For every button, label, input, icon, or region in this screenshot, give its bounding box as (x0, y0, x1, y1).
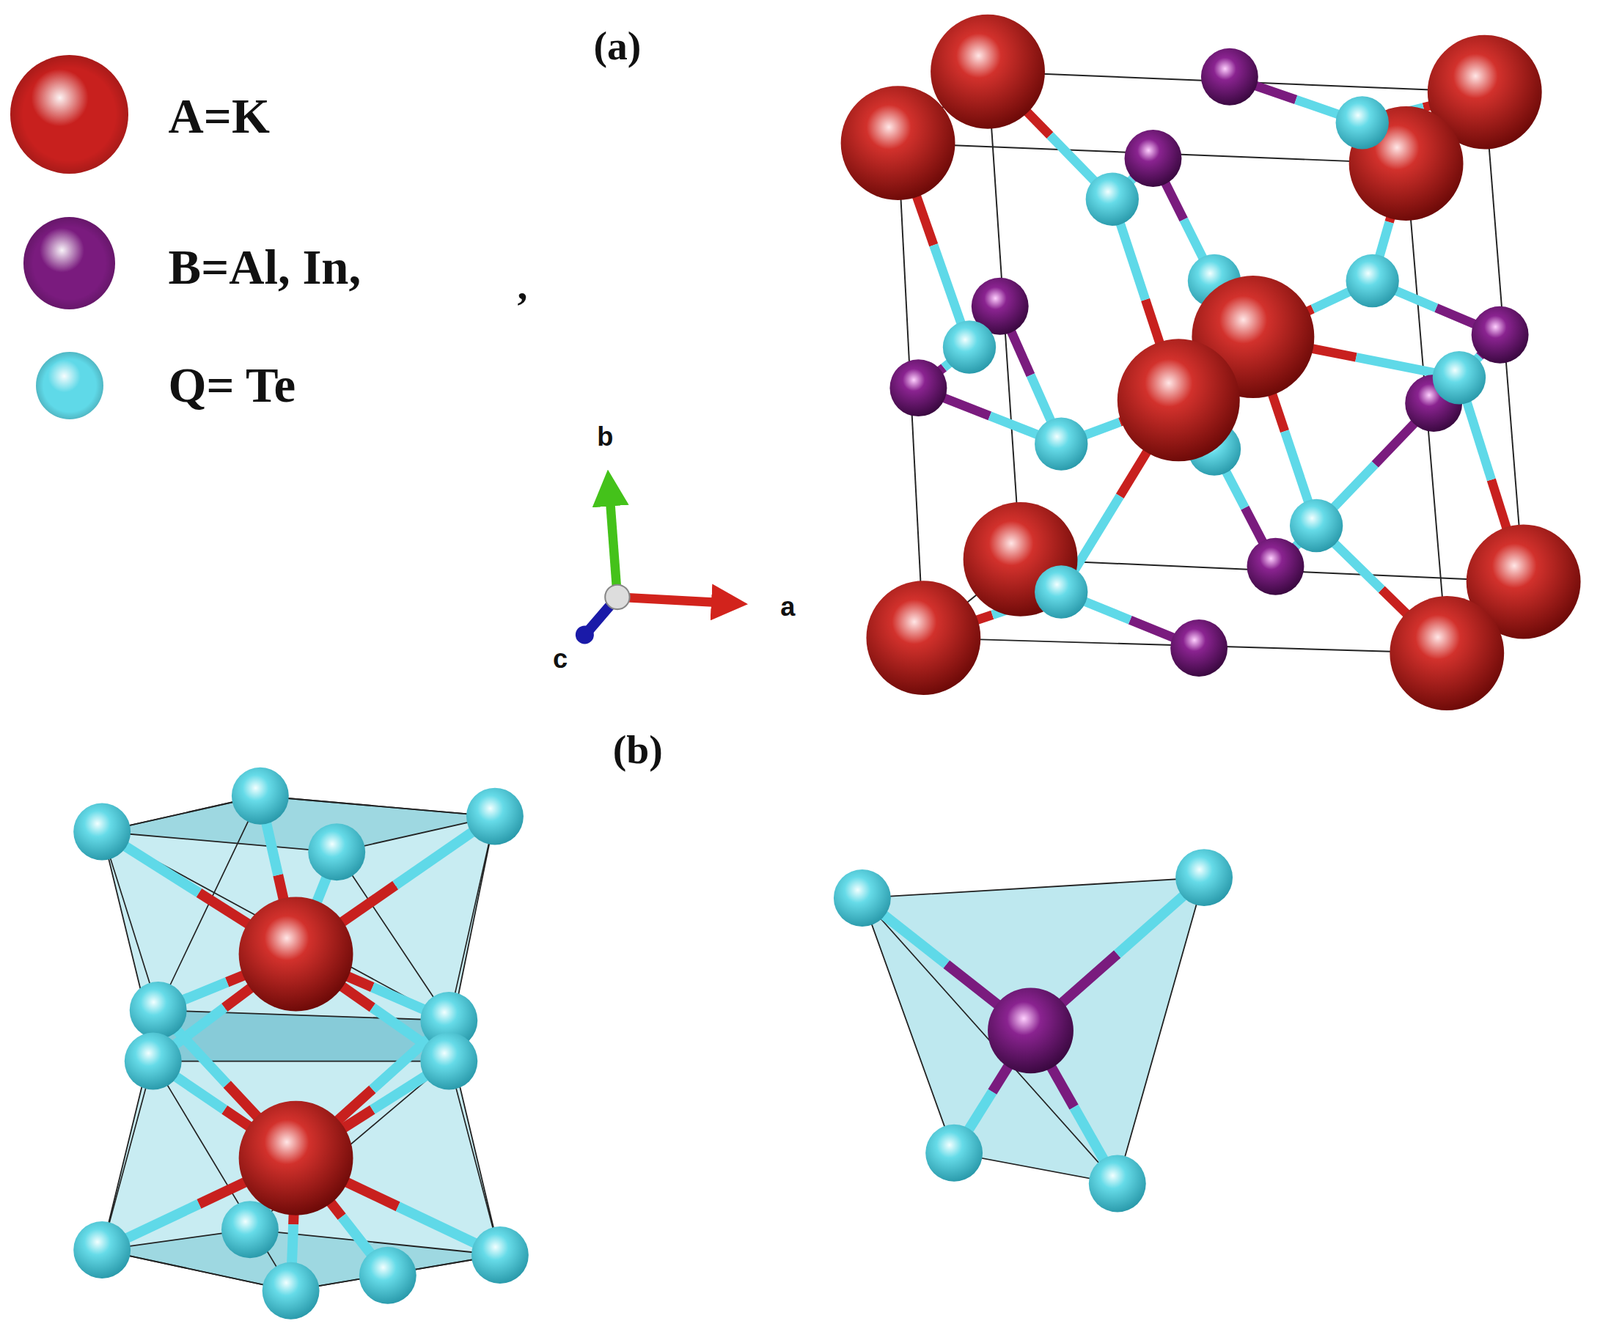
atom-sphere (1336, 96, 1389, 149)
atom-sphere (1124, 129, 1183, 187)
atom-sphere (420, 1033, 478, 1091)
atom-sphere (925, 1124, 983, 1183)
atom-sphere (73, 1221, 131, 1279)
polyhedron-edge (862, 898, 1118, 1185)
atom-sphere (1201, 48, 1259, 106)
panel-label: (a) (593, 23, 641, 69)
atom-sphere (1432, 351, 1486, 405)
atom-sphere (1085, 173, 1139, 226)
atom-sphere (930, 14, 1045, 130)
polyhedron-face (101, 796, 495, 853)
atom-sphere (1034, 417, 1088, 471)
atom-sphere (833, 869, 891, 927)
atom-sphere (239, 897, 354, 1012)
atom-sphere (1345, 254, 1399, 308)
atom-sphere (73, 803, 131, 861)
atom-sphere (359, 1247, 417, 1305)
atom-sphere (307, 823, 366, 881)
legend-sphere (23, 217, 116, 309)
stray-comma: , (517, 263, 528, 308)
atom-sphere (1247, 538, 1305, 596)
atom-sphere (124, 1033, 182, 1091)
atom-sphere (987, 987, 1074, 1074)
atom-sphere (942, 320, 996, 374)
atom-sphere (1471, 306, 1529, 364)
axis-label: b (596, 422, 614, 452)
atom-sphere (1034, 565, 1088, 619)
atom-sphere (1117, 338, 1240, 462)
axis-label: a (780, 592, 795, 622)
tetrahedron (862, 877, 1205, 1184)
atom-sphere (1175, 849, 1233, 907)
atom-sphere (466, 788, 524, 846)
atom-sphere (1088, 1155, 1147, 1213)
axis-label: c (552, 644, 568, 674)
polyhedron-edge (448, 1061, 501, 1256)
atom-sphere (239, 1101, 354, 1216)
polyhedron-edge (101, 1061, 154, 1251)
polyhedron-edge (153, 816, 495, 1062)
coordination-polyhedron (101, 796, 501, 1292)
legend-sphere (35, 351, 104, 420)
legend-label: A=K (168, 89, 270, 143)
atom-sphere (221, 1201, 279, 1259)
atom-sphere (865, 580, 981, 696)
atom-sphere (262, 1262, 320, 1320)
legend-label: Q= Te (168, 358, 297, 413)
atom-sphere (1289, 499, 1343, 553)
atom-sphere (1389, 596, 1504, 711)
legend-label: B=Al, In, (168, 240, 362, 295)
atom-sphere (471, 1226, 529, 1284)
atom-sphere (841, 85, 956, 201)
atom-sphere (889, 359, 947, 417)
panel-label: (b) (613, 727, 663, 773)
atom-sphere (231, 767, 289, 825)
legend-sphere (10, 54, 129, 174)
atom-sphere (129, 981, 187, 1040)
atom-sphere (1170, 619, 1228, 677)
